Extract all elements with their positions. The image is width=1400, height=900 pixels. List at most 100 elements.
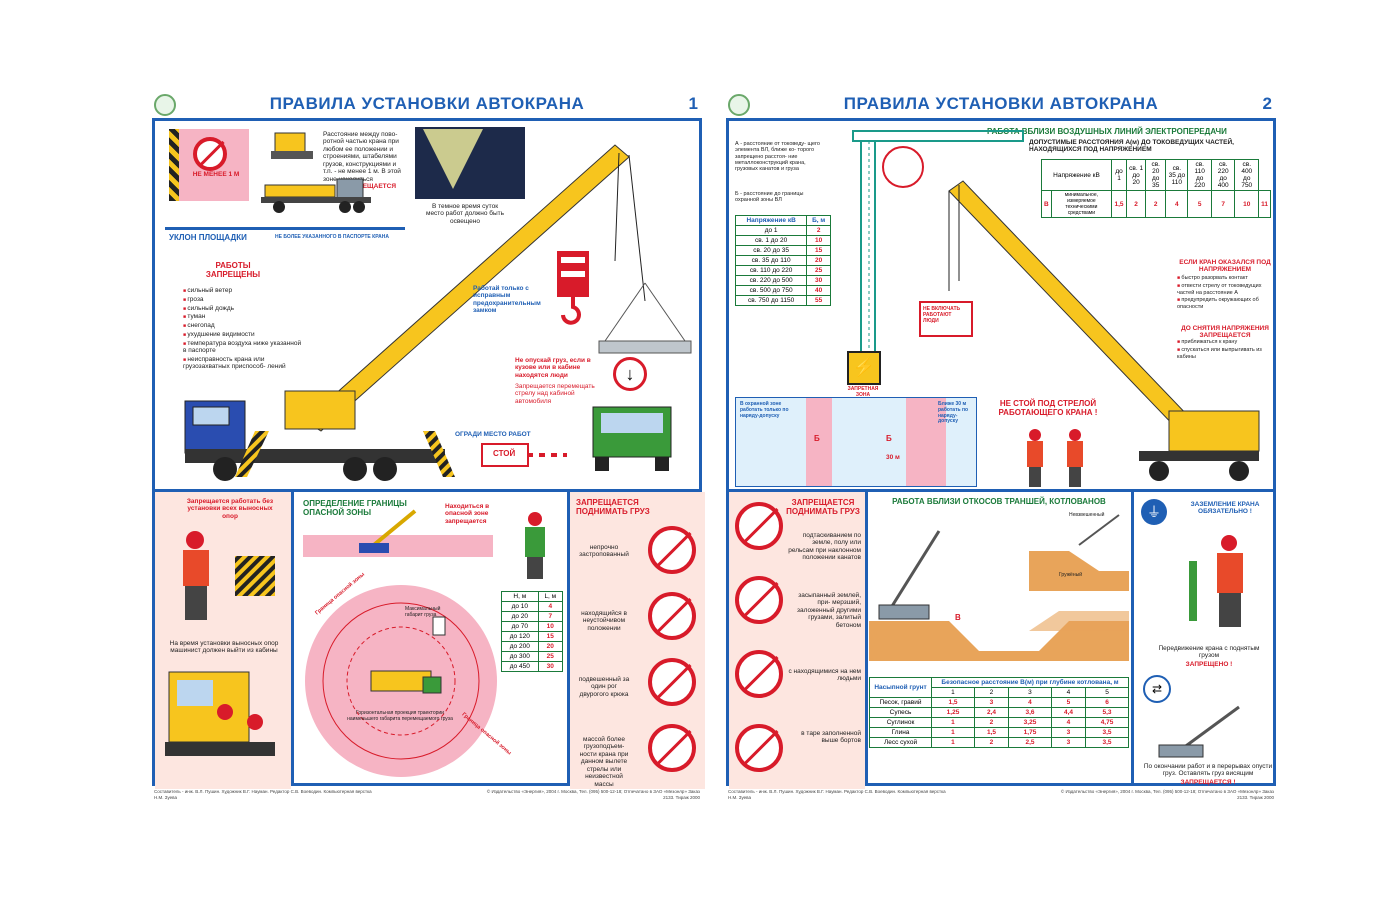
stop-sign-text: СТОЙ (493, 449, 516, 458)
no-buried-load-icon (735, 576, 783, 624)
thirty-meter-note: Ближе 30 м работать по наряду-допуску (938, 401, 969, 425)
truck-front-icon (592, 406, 672, 471)
hook-warning-sign: НЕ ВКЛЮЧАТЬ РАБОТАЮТ ЛЮДИ (919, 301, 973, 337)
lift-forbidden-panel: ЗАПРЕЩАЕТСЯ ПОДНИМАТЬ ГРУЗ непрочно заст… (570, 492, 705, 789)
distance-label: НЕ МЕНЕЕ 1 М (192, 171, 240, 178)
worker-grounding-illustration (1189, 535, 1243, 627)
lift-forbidden-item: непрочно застропованный (579, 544, 629, 559)
slope-label: УКЛОН ПЛОЩАДКИ (169, 233, 247, 242)
lift-forbidden-item: находящийся в неустойчивом положении (581, 610, 627, 632)
no-single-horn-icon (648, 658, 696, 706)
under-tension-title: ЕСЛИ КРАН ОКАЗАЛСЯ ПОД НАПРЯЖЕНИЕМ (1179, 259, 1271, 274)
list-item: предупредить окружающих об опасности (1177, 297, 1273, 310)
worker-outrigger-illustration (183, 531, 275, 620)
down-arrow-sign-icon: ↓ (613, 357, 647, 391)
works-forbidden-title: РАБОТЫ ЗАПРЕЩЕНЫ (205, 261, 261, 280)
poster-2-frame: РАБОТА ВБЛИЗИ ВОЗДУШНЫХ ЛИНИЙ ЭЛЕКТРОПЕР… (726, 118, 1276, 789)
do-not-stand-text: НЕ СТОЙ ПОД СТРЕЛОЙ РАБОТАЮЩЕГО КРАНА ! (998, 399, 1098, 418)
slope-label-a: Невзвешенный (1069, 512, 1105, 518)
lift-forbidden-item: массой более грузоподъем- ности крана пр… (579, 736, 629, 788)
publisher-logo-icon (728, 94, 750, 116)
no-pedestrian-sign-icon (193, 137, 227, 171)
trench-title: РАБОТА ВБЛИЗИ ОТКОСОВ ТРАНШЕЙ, КОТЛОВАНО… (892, 497, 1106, 506)
barrier (527, 453, 567, 457)
slope-note: НЕ БОЛЕЕ УКАЗАННОГО В ПАСПОРТЕ КРАНА (275, 234, 389, 240)
poster-2: ПРАВИЛА УСТАНОВКИ АВТОКРАНА 2 РАБОТА ВБЛ… (722, 88, 1280, 800)
no-overweight-icon (648, 724, 696, 772)
end-note: По окончании работ и в перерывах опусти … (1143, 763, 1273, 778)
lift-forbidden-item: в таре заполненной выше бортов (801, 730, 861, 745)
footer-right: © Издательство «Энергия», 2004 г. Москва… (486, 789, 700, 800)
lift-forbidden-item: с находящимися на нем людьми (788, 668, 861, 683)
small-crane-icon (359, 509, 417, 553)
list-item: сильный дождь (183, 305, 303, 313)
no-move-over-cab: Запрещается перемещать стрелу над кабино… (515, 383, 595, 405)
list-item: спускаться или выпрыгивать из кабины (1177, 347, 1273, 360)
outriggers-text-2: На время установки выносных опор машинис… (169, 640, 279, 655)
main-crane-illustration (184, 144, 646, 481)
separator (567, 489, 570, 783)
no-people-on-load-icon (735, 650, 783, 698)
hook-sign-text: НЕ ВКЛЮЧАТЬ РАБОТАЮТ ЛЮДИ (923, 306, 961, 324)
night-text: В темное время суток место работ должно … (425, 203, 505, 225)
end-forbidden: ЗАПРЕЩАЕТСЯ ! (1180, 779, 1236, 786)
load-sling-icon (598, 282, 692, 354)
list-item: приближаться к крану (1177, 339, 1273, 346)
voltage-sign-label: ЗАПРЕТНАЯ ЗОНА (847, 386, 879, 398)
list-item: сильный ветер (183, 287, 303, 295)
table-header: L, м (537, 591, 564, 602)
separator (1131, 489, 1134, 783)
power-title: РАБОТА ВБЛИЗИ ВОЗДУШНЫХ ЛИНИЙ ЭЛЕКТРОПЕР… (987, 127, 1227, 136)
footer-right: © Издательство «Энергия», 2004 г. Москва… (1060, 789, 1274, 800)
poster-1: ПРАВИЛА УСТАНОВКИ АВТОКРАНА 1 НЕ МЕНЕЕ 1… (148, 88, 706, 800)
zone-center-text: Горизонтальная проекция траектории наиме… (347, 710, 453, 722)
crane-side-view-icon (261, 178, 371, 213)
slope-label-b: Гружёный (1059, 572, 1082, 578)
works-forbidden-list: сильный ветер гроза сильный дождь туман … (183, 287, 303, 372)
hazard-stripe (169, 129, 179, 201)
list-item: температура воздуха ниже указанной в пас… (183, 340, 303, 355)
crane-cabin-illustration (165, 671, 275, 756)
separator (155, 489, 699, 492)
workers-icon (1027, 429, 1083, 487)
until-off-list: приближаться к крану спускаться или выпр… (1177, 339, 1273, 361)
stop-sign: СТОЙ (481, 443, 529, 467)
lift-forbidden-item: засыпанный землей, при- мерзший, заложен… (797, 592, 861, 629)
distance-forbidden: ЗАПРЕЩАЕТСЯ (345, 183, 397, 190)
under-tension-list: быстро разорвать контакт отвести стрелу … (1177, 275, 1273, 311)
table-header: H, м (501, 591, 539, 602)
list-item: гроза (183, 296, 303, 304)
zone-inner-text: Максимальный габарит груза (405, 606, 441, 618)
high-voltage-sign-icon: ⚡ (847, 351, 881, 385)
poster-2-number: 2 (1262, 94, 1272, 113)
danger-zone-note: Находиться в опасной зоне запрещается (445, 503, 490, 525)
lift-forbidden-item: подвешенный за один рог двурогого крюка (578, 676, 630, 698)
worker-icon (525, 512, 545, 579)
table-header: Напряжение кВ (1040, 159, 1113, 191)
list-item: ухудшение видимости (183, 331, 303, 339)
protective-zone-note: В охранной зоне работать только по наряд… (740, 401, 789, 419)
thirty-label: 30 м (886, 454, 900, 461)
lift-forbidden-item: подтаскиванием по земле, полу или рельса… (788, 532, 861, 562)
v-label: В (955, 613, 961, 622)
small-crane-moving-icon (1158, 705, 1240, 758)
ground-title: ЗАЗЕМЛЕНИЕ КРАНА ОБЯЗАТЕЛЬНО ! (1190, 501, 1260, 516)
lift-forbidden-panel-2: ЗАПРЕЩАЕТСЯ ПОДНИМАТЬ ГРУЗ подтаскивание… (729, 492, 865, 789)
poster-1-title: ПРАВИЛА УСТАНОВКИ АВТОКРАНА (269, 94, 585, 113)
slope-line (165, 227, 405, 230)
